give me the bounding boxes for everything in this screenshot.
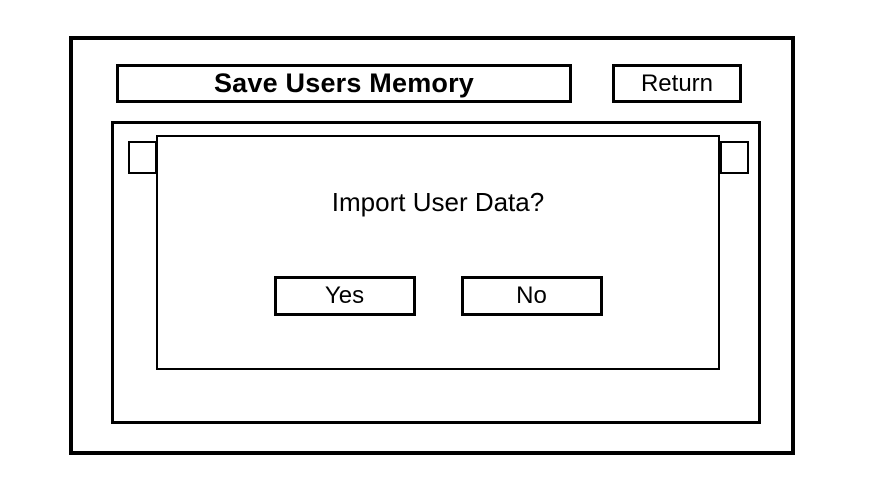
return-button-label: Return (640, 69, 714, 97)
application-window: Save Users Memory Return Import User Dat… (69, 36, 795, 455)
dialog-handle-right-icon (720, 141, 749, 174)
no-button-label: No (516, 282, 547, 309)
page-title-label: Save Users Memory (213, 68, 475, 98)
dialog-actions: Yes No (158, 276, 718, 316)
yes-button-label: Yes (324, 282, 365, 309)
confirm-dialog: Import User Data? Yes No (156, 135, 720, 370)
no-button[interactable]: No (460, 276, 603, 316)
dialog-handle-left-icon (128, 141, 157, 174)
content-panel: Import User Data? Yes No (111, 121, 761, 424)
dialog-message: Import User Data? (331, 187, 545, 217)
yes-button[interactable]: Yes (273, 276, 416, 316)
return-button[interactable]: Return (612, 64, 742, 103)
page-title: Save Users Memory (116, 64, 572, 103)
